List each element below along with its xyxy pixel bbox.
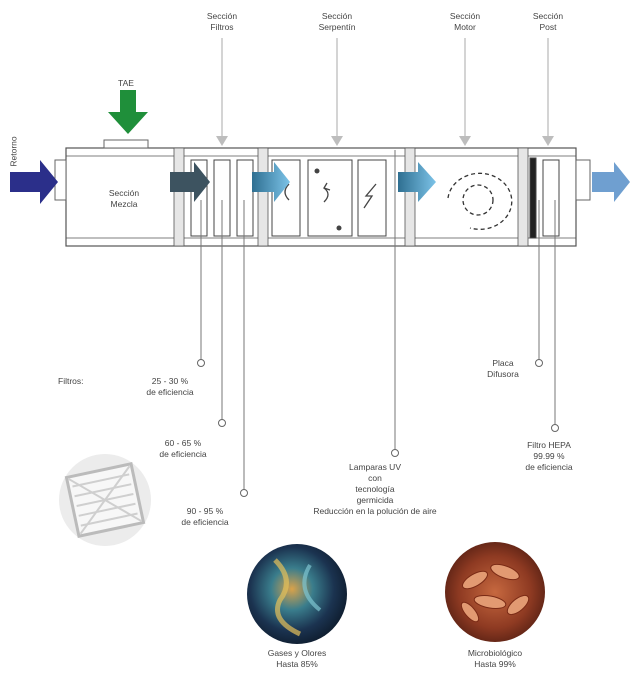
tae-arrow xyxy=(108,90,148,134)
filter-image xyxy=(59,454,151,546)
microbio-image xyxy=(445,542,545,642)
fan-icon xyxy=(448,173,512,229)
inlet-flange xyxy=(55,160,66,200)
gases-image xyxy=(247,544,347,644)
flow-arrow-coil xyxy=(398,162,436,202)
filter3-efficiency: 90 - 95 %de eficiencia xyxy=(172,506,238,528)
retorno-label: Retorno xyxy=(9,132,20,172)
tae-duct xyxy=(104,140,148,148)
outlet-flange xyxy=(576,160,590,200)
filter1-efficiency: 25 - 30 %de eficiencia xyxy=(140,376,200,398)
outlet-arrow xyxy=(592,162,630,202)
filtros-label: Filtros: xyxy=(58,376,98,387)
section-pointer-arrowheads xyxy=(216,136,554,146)
coil-dot xyxy=(337,226,342,231)
coil-boxes xyxy=(272,160,386,236)
filter2-efficiency: 60 - 65 %de eficiencia xyxy=(150,438,216,460)
coil-dot xyxy=(315,169,320,174)
tae-label: TAE xyxy=(104,78,148,89)
section-pointer-lines xyxy=(222,38,548,140)
